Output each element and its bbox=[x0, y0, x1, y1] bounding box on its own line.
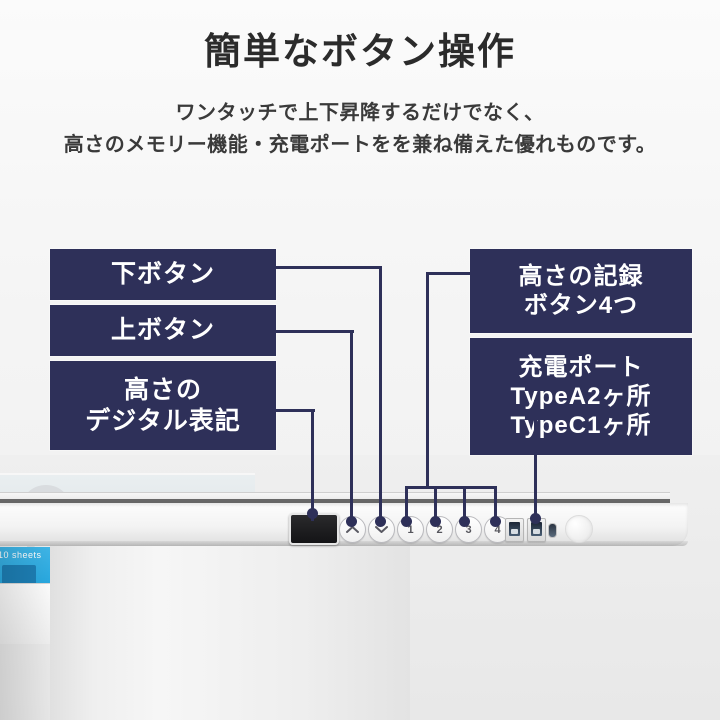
callout-charging-ports-line3: TypeC1ヶ所 bbox=[510, 412, 652, 440]
callout-digital-display-line1: 高さの bbox=[123, 376, 202, 404]
memory-button-label: 1 bbox=[407, 523, 414, 536]
memory-button-label: 4 bbox=[494, 523, 501, 536]
leader-line-down bbox=[276, 266, 382, 269]
memory-bracket bbox=[405, 486, 408, 521]
leader-line-memory bbox=[426, 272, 472, 275]
staple-box-label: 10 sheets bbox=[0, 550, 42, 560]
desk-top-edge bbox=[0, 499, 670, 503]
memory-bracket bbox=[405, 486, 497, 489]
usb-type-c-port[interactable] bbox=[548, 523, 557, 538]
callout-memory-buttons-line1: 高さの記録 bbox=[518, 262, 644, 290]
desk-leg bbox=[50, 546, 410, 720]
callout-digital-display-line2: デジタル表記 bbox=[85, 406, 241, 435]
memory-bracket bbox=[434, 486, 437, 521]
leader-line-up bbox=[350, 330, 353, 521]
leader-dot-memory-2 bbox=[430, 516, 441, 527]
leader-dot-memory-4 bbox=[490, 516, 501, 527]
leader-dot-memory-1 bbox=[401, 516, 412, 527]
leader-dot-display bbox=[307, 508, 318, 519]
memory-button-label: 3 bbox=[465, 523, 472, 536]
callout-down-button-label: 下ボタン bbox=[110, 260, 215, 289]
page-subtitle-line1: ワンタッチで上下昇降するだけでなく、 bbox=[175, 102, 545, 124]
callout-up-button-label: 上ボタン bbox=[110, 316, 215, 345]
leg-shadow bbox=[0, 546, 55, 720]
down-button[interactable] bbox=[368, 516, 395, 543]
callout-digital-display: 高さの デジタル表記 bbox=[50, 361, 276, 450]
callout-up-button: 上ボタン bbox=[50, 305, 276, 356]
product-photo: 10 sheets bbox=[0, 455, 720, 720]
leader-dot-ports bbox=[530, 513, 541, 524]
usb-type-a-port-1[interactable] bbox=[505, 518, 524, 542]
chevron-down-icon bbox=[375, 526, 388, 533]
leader-line-display bbox=[311, 409, 314, 521]
page-subtitle: ワンタッチで上下昇降するだけでなく、 高さのメモリー機能・充電ポートをを兼ね備え… bbox=[0, 97, 720, 161]
callout-memory-buttons: 高さの記録 ボタン4つ bbox=[470, 249, 692, 333]
leader-dot-down bbox=[375, 516, 386, 527]
chevron-up-icon bbox=[346, 526, 359, 533]
memory-bracket bbox=[494, 486, 497, 521]
callout-charging-ports-line1: 充電ポート bbox=[518, 353, 644, 381]
page-title: 簡単なボタン操作 bbox=[204, 31, 516, 72]
staple-box-window bbox=[2, 565, 36, 585]
callout-down-button: 下ボタン bbox=[50, 249, 276, 300]
leader-dot-up bbox=[346, 516, 357, 527]
memory-button-label: 2 bbox=[436, 523, 443, 536]
panel-knob[interactable] bbox=[565, 515, 593, 543]
leader-dot-memory-3 bbox=[459, 516, 470, 527]
memory-bracket bbox=[463, 486, 466, 521]
callout-charging-ports: 充電ポート TypeA2ヶ所 TypeC1ヶ所 bbox=[470, 338, 692, 455]
leader-line-ports bbox=[534, 400, 537, 520]
page-subtitle-line2: 高さのメモリー機能・充電ポートをを兼ね備えた優れものです。 bbox=[63, 134, 657, 156]
leader-line-up bbox=[276, 330, 354, 333]
leader-line-down bbox=[379, 266, 382, 521]
callout-charging-ports-line2: TypeA2ヶ所 bbox=[510, 382, 652, 410]
leader-line-display bbox=[276, 409, 315, 412]
leader-line-memory bbox=[426, 272, 429, 488]
callout-memory-buttons-line2: ボタン4つ bbox=[523, 292, 639, 319]
